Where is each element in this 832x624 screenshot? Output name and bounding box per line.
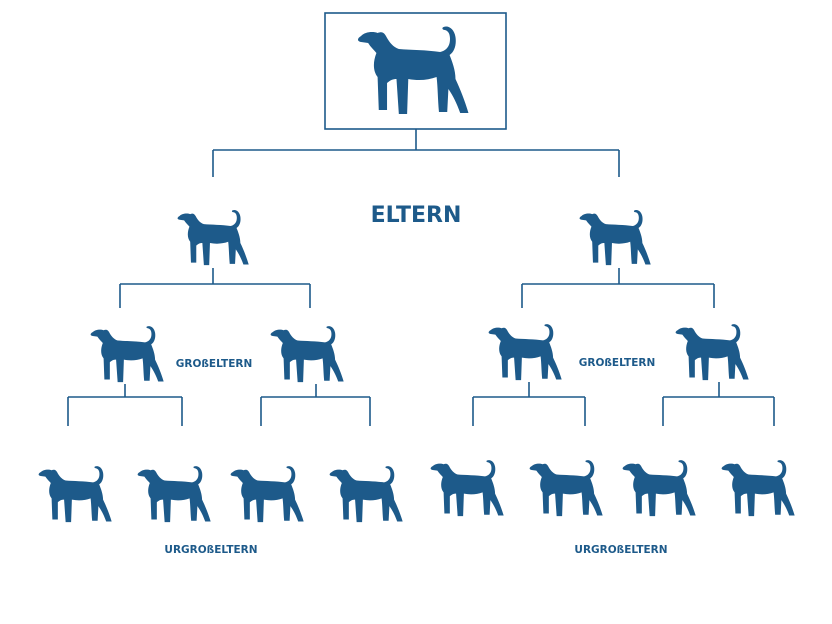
connector-gp-1	[67, 384, 183, 426]
label-grandparents-left: GROßELTERN	[176, 358, 253, 370]
connector-parent-right	[521, 268, 715, 308]
dog-icon	[177, 209, 249, 266]
connector-parent-left	[119, 268, 311, 308]
dog-icon	[675, 324, 749, 381]
dog-icon	[430, 460, 504, 517]
dog-icon	[230, 466, 304, 523]
connector-gp-3	[472, 382, 586, 426]
label-great-grandparents-right: URGROßELTERN	[574, 544, 667, 556]
dog-icon	[357, 26, 469, 114]
dog-icon	[270, 326, 344, 383]
dog-icon	[38, 466, 112, 523]
label-great-grandparents-left: URGROßELTERN	[164, 544, 257, 556]
dog-icon	[622, 460, 696, 517]
label-parents: ELTERN	[371, 203, 462, 228]
dog-icon	[90, 326, 164, 383]
label-grandparents-right: GROßELTERN	[579, 357, 656, 369]
dog-icon	[488, 324, 562, 381]
dog-icon	[329, 466, 403, 523]
dog-icon	[529, 460, 603, 517]
dog-icon	[721, 460, 795, 517]
connector-root	[212, 129, 620, 177]
connector-gp-2	[260, 384, 371, 426]
dog-icon	[137, 466, 211, 523]
dog-icon	[579, 209, 651, 266]
connector-gp-4	[662, 382, 775, 426]
